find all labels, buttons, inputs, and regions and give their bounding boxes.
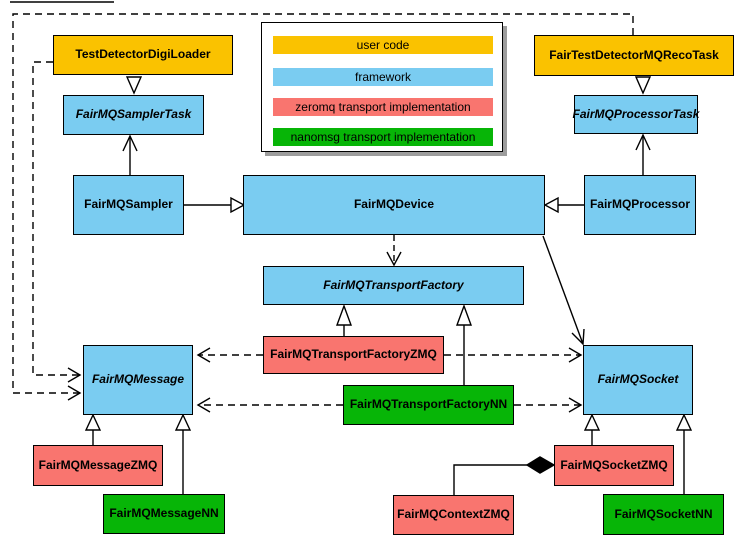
class-label: FairMQSamplerTask xyxy=(75,107,192,122)
class-box-fairmqprocessortask: FairMQProcessorTask xyxy=(572,95,700,134)
edge-device-depends-transportfactory xyxy=(386,235,402,267)
edge-recotask-inherits-processortask xyxy=(634,76,652,95)
edge-transportfactoryzmq-creates-socket xyxy=(444,347,583,363)
edge-socketnn-inherits-socket xyxy=(675,413,693,494)
class-box-fairmqmessagenn: FairMQMessageNN xyxy=(103,494,225,534)
legend-item-zeromq: zeromq transport implementation xyxy=(273,98,493,116)
class-box-fairmqprocessor: FairMQProcessor xyxy=(584,175,696,235)
edge-messagezmq-inherits-message xyxy=(84,413,102,445)
edge-socketzmq-composes-contextzmq xyxy=(453,456,556,495)
class-label: FairMQProcessorTask xyxy=(572,106,700,121)
class-box-fairmqsocketzmq: FairMQSocketZMQ xyxy=(554,445,674,486)
class-box-fairmqsampler: FairMQSampler xyxy=(73,175,184,235)
edge-transportfactoryzmq-creates-message xyxy=(196,347,263,363)
edge-transportfactorynn-creates-message xyxy=(196,397,343,413)
legend-label: nanomsg transport implementation xyxy=(290,130,476,144)
edge-socketzmq-inherits-socket xyxy=(583,413,601,445)
class-label: FairMQMessageNN xyxy=(109,506,219,521)
class-label: FairMQTransportFactoryNN xyxy=(349,397,508,412)
class-label: FairMQSocketZMQ xyxy=(560,457,668,472)
class-label: FairMQSocket xyxy=(597,372,679,387)
class-label: FairMQMessageZMQ xyxy=(38,457,158,472)
legend-label: user code xyxy=(356,38,410,52)
edge-sampler-inherits-device xyxy=(184,196,246,214)
class-label: FairMQTransportFactoryZMQ xyxy=(270,347,437,362)
class-label: FairMQProcessor xyxy=(589,197,691,212)
edge-processor-inherits-device xyxy=(543,196,584,214)
class-label: FairMQContextZMQ xyxy=(397,507,510,522)
edge-transportfactorynn-inherits-transportfactory xyxy=(455,303,473,385)
class-label: FairMQSampler xyxy=(84,197,173,212)
class-box-fairmqmessage: FairMQMessage xyxy=(83,345,193,415)
legend-item-nanomsg: nanomsg transport implementation xyxy=(273,128,493,146)
legend: user code framework zeromq transport imp… xyxy=(261,22,503,152)
class-label: FairMQTransportFactory xyxy=(323,277,464,292)
edge-processor-uses-processortask xyxy=(635,133,651,175)
class-box-fairmqmessagezmq: FairMQMessageZMQ xyxy=(33,445,163,486)
edge-transportfactorynn-creates-socket xyxy=(514,397,583,413)
class-label: FairTestDetectorMQRecoTask xyxy=(549,47,719,62)
class-box-fairmqsamplertask: FairMQSamplerTask xyxy=(63,95,204,135)
class-label: TestDetectorDigiLoader xyxy=(75,47,211,62)
class-box-fairtestdetectormqrecotask: FairTestDetectorMQRecoTask xyxy=(534,35,734,76)
edge-transportfactoryzmq-inherits-transportfactory xyxy=(335,303,353,336)
class-label: FairMQMessage xyxy=(91,372,185,387)
edge-device-uses-socket xyxy=(542,235,585,346)
legend-item-user-code: user code xyxy=(273,36,493,54)
edge-sampler-uses-samplertask xyxy=(122,134,138,175)
legend-item-framework: framework xyxy=(273,68,493,86)
class-box-fairmqdevice: FairMQDevice xyxy=(243,175,545,235)
class-box-fairmqcontextzmq: FairMQContextZMQ xyxy=(393,495,514,535)
class-box-fairmqsocketnn: FairMQSocketNN xyxy=(603,494,724,535)
class-label: FairMQDevice xyxy=(353,197,435,212)
edge-messagenn-inherits-message xyxy=(174,413,192,494)
class-box-fairmqsocket: FairMQSocket xyxy=(583,345,693,415)
class-box-fairmqtransportfactory: FairMQTransportFactory xyxy=(263,266,524,305)
class-box-fairmqtransportfactorynn: FairMQTransportFactoryNN xyxy=(343,385,514,425)
class-box-fairmqtransportfactoryzmq: FairMQTransportFactoryZMQ xyxy=(263,336,444,374)
edge-digiloader-inherits-samplertask xyxy=(125,76,143,95)
class-box-testdetectordigiloader: TestDetectorDigiLoader xyxy=(53,35,233,75)
class-label: FairMQSocketNN xyxy=(614,506,713,521)
legend-label: framework xyxy=(354,70,411,84)
legend-label: zeromq transport implementation xyxy=(295,100,471,114)
